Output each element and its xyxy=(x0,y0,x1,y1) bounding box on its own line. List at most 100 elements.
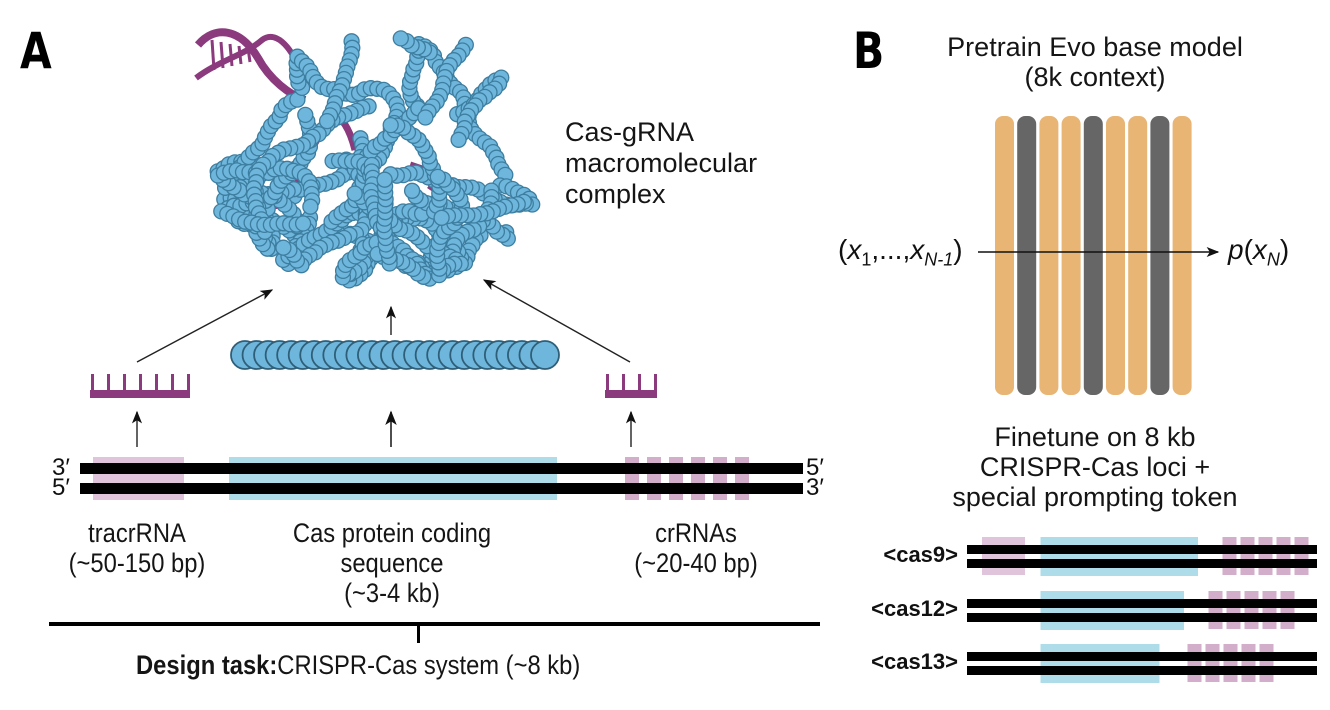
panel-a-letter: A xyxy=(20,22,52,80)
complex-label-line-3: complex xyxy=(565,179,666,209)
model-layer-hyena xyxy=(1039,116,1059,395)
complex-label: Cas-gRNA macromolecular complex xyxy=(565,117,757,210)
dna-bottom-strand xyxy=(80,483,803,494)
complex-label-line-2: macromolecular xyxy=(565,148,758,178)
rna-base xyxy=(654,374,657,392)
cas-coding-size: (~3-4 kb) xyxy=(344,578,440,608)
design-task-value: CRISPR-Cas system (~8 kb) xyxy=(277,650,581,680)
protein-bead xyxy=(294,215,312,232)
crrnas-label: crRNAs (~20-40 bp) xyxy=(608,518,784,578)
finetune-loci xyxy=(967,537,1317,683)
crrnas-size: (~20-40 bp) xyxy=(634,548,758,578)
model-layer-hyena xyxy=(1172,116,1192,395)
helix-rung xyxy=(237,45,243,65)
cas-coding-label: Cas protein coding sequence (~3-4 kb) xyxy=(269,518,515,608)
strand-label-left-top: 3′ xyxy=(52,454,70,481)
evo-model-layers xyxy=(995,116,1192,395)
protein-bead xyxy=(318,112,336,130)
tracrrna-region-highlight xyxy=(982,537,1025,575)
crrna-repeat xyxy=(1244,591,1259,629)
protein-bead xyxy=(275,239,292,256)
crrna-repeat xyxy=(1241,644,1256,682)
protein-bead xyxy=(392,30,409,47)
dna-top-strand xyxy=(967,652,1317,661)
locus-row-cas12 xyxy=(967,591,1317,630)
model-layer-attention xyxy=(1150,116,1170,395)
design-task-caption: Design task:CRISPR-Cas system (~8 kb) xyxy=(136,650,580,680)
design-task-bracket-line xyxy=(49,622,820,626)
protein-bead xyxy=(429,168,446,186)
cas-coding-region-highlight xyxy=(1040,537,1198,576)
cas-coding-name-line-2: sequence xyxy=(340,548,444,578)
tracrrna-label: tracrRNA (~50-150 bp) xyxy=(49,518,225,578)
cas-coding-region-highlight xyxy=(1040,644,1160,683)
finetune-title-line-2: CRISPR-Cas loci + xyxy=(979,452,1211,482)
crrna-repeat xyxy=(1276,537,1291,575)
protein-bead xyxy=(417,109,434,126)
rna-backbone xyxy=(90,390,190,398)
finetune-title: Finetune on 8 kb CRISPR-Cas loci + speci… xyxy=(930,422,1260,512)
cas-coding-region-highlight xyxy=(1040,591,1184,630)
strand-label-left-bottom: 5′ xyxy=(52,474,70,501)
cas-protein-structure xyxy=(209,30,541,289)
crrna-repeat xyxy=(1294,537,1309,575)
helix-rung xyxy=(228,43,234,67)
protein-bead xyxy=(382,116,399,134)
strand-label-right-bottom: 3′ xyxy=(806,474,824,501)
pretrain-title: Pretrain Evo base model (8k context) xyxy=(920,32,1270,92)
rna-base xyxy=(622,374,625,392)
crrna-repeat xyxy=(1258,537,1273,575)
protein-bead xyxy=(450,131,467,148)
model-layer-hyena xyxy=(1061,116,1081,395)
token-cas13: <cas13> xyxy=(871,649,958,674)
rna-base xyxy=(171,374,174,392)
crrna-repeat xyxy=(1262,591,1277,629)
design-task-label: Design task: xyxy=(136,650,278,680)
crrna-molecule-icon xyxy=(605,374,657,398)
locus-row-cas9 xyxy=(967,537,1317,576)
model-layer-attention xyxy=(1017,116,1037,395)
crrna-repeat xyxy=(1222,537,1237,575)
rna-base xyxy=(606,374,609,392)
dna-bottom-strand xyxy=(967,666,1317,675)
crrna-repeat xyxy=(1240,537,1255,575)
crrna-repeat xyxy=(1280,591,1295,629)
tracrrna-molecule-icon xyxy=(90,374,190,398)
dna-top-strand xyxy=(967,599,1317,608)
crrna-repeat xyxy=(1226,591,1241,629)
locus-row-cas13 xyxy=(967,644,1317,683)
rna-backbone xyxy=(605,390,657,398)
helix-strand xyxy=(194,28,307,104)
crrna-repeat xyxy=(1259,644,1274,682)
pretrain-title-line-2: (8k context) xyxy=(1024,62,1166,92)
helix-rung xyxy=(219,41,225,69)
rna-base xyxy=(139,374,142,392)
crrna-repeat xyxy=(1223,644,1238,682)
protein-bead xyxy=(403,182,421,199)
cas-coding-name-line-1: Cas protein coding xyxy=(292,518,492,548)
tracrrna-name: tracrRNA xyxy=(88,518,186,548)
finetune-title-line-1: Finetune on 8 kb xyxy=(994,422,1196,452)
finetune-title-line-3: special prompting token xyxy=(952,482,1238,512)
protein-bead xyxy=(376,171,393,188)
crrna-repeat xyxy=(1205,644,1220,682)
dna-top-strand xyxy=(80,463,803,474)
dna-bottom-strand xyxy=(967,559,1317,568)
model-layer-hyena xyxy=(1128,116,1148,395)
rna-base xyxy=(638,374,641,392)
model-layer-hyena xyxy=(1106,116,1125,395)
crrna-repeat xyxy=(1187,644,1202,682)
amino-acid-bead xyxy=(530,340,560,370)
token-cas9: <cas9> xyxy=(883,542,958,567)
panel-b-letter: B xyxy=(853,22,885,80)
rna-base xyxy=(107,374,110,392)
helix-strand xyxy=(194,33,303,81)
dna-top-strand xyxy=(967,545,1317,554)
arrow-tracrrna-to-complex xyxy=(136,289,274,363)
rna-base xyxy=(123,374,126,392)
cas-grna-complex-illustration xyxy=(194,28,541,289)
rna-base xyxy=(187,374,190,392)
cas-protein-chain-icon xyxy=(230,340,560,370)
strand-label-right-top: 5′ xyxy=(806,454,824,481)
